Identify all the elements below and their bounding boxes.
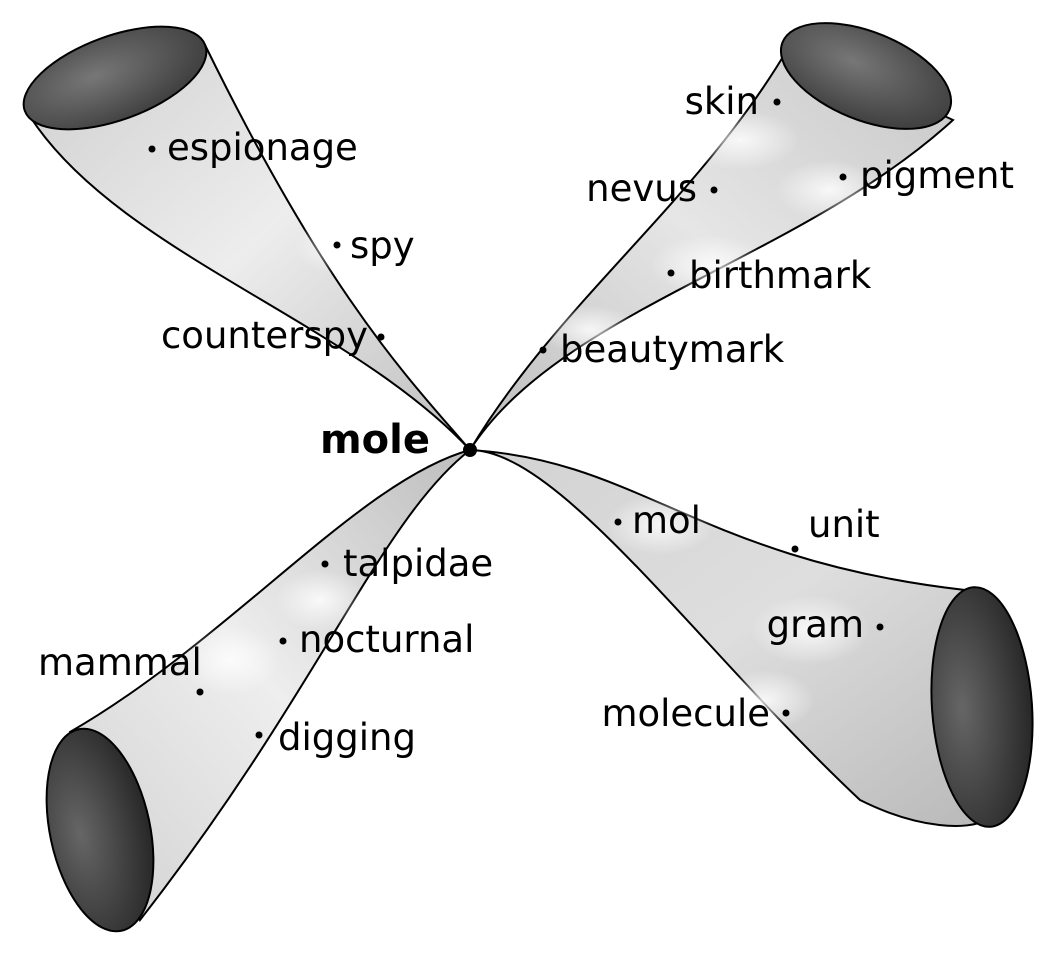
term-dot	[196, 688, 204, 696]
term-dot	[876, 623, 884, 631]
term-label: pigment	[860, 154, 1014, 197]
term-label: spy	[350, 224, 415, 267]
term-dot	[255, 731, 263, 739]
term-label: counterspy	[161, 314, 368, 357]
term-label: molecule	[601, 692, 770, 735]
term-dot	[791, 545, 799, 553]
term-dot	[148, 145, 156, 153]
horn-spy	[22, 25, 471, 451]
term-dot	[667, 269, 675, 277]
term-label: talpidae	[343, 542, 493, 585]
label-glows	[180, 110, 885, 730]
term-label: gram	[767, 603, 864, 646]
horn-animal	[45, 449, 471, 933]
term-label: digging	[278, 716, 416, 759]
term-label: mammal	[38, 641, 202, 684]
term-dot	[839, 173, 847, 181]
term-dot	[614, 518, 622, 526]
term-dot	[321, 560, 329, 568]
center-node	[463, 443, 477, 457]
term-label: espionage	[167, 126, 358, 169]
term-label: skin	[685, 80, 759, 123]
term-label: unit	[808, 503, 880, 546]
term-dot	[279, 637, 287, 645]
term-dot	[377, 333, 385, 341]
horn-skin	[469, 22, 955, 451]
term-label: birthmark	[689, 254, 872, 297]
term-dot	[782, 709, 790, 717]
term-label: nevus	[586, 167, 697, 210]
term-label: beautymark	[560, 328, 785, 371]
term-dot	[773, 98, 781, 106]
term-dot	[710, 186, 718, 194]
term-dot	[333, 241, 341, 249]
center-label: mole	[320, 417, 430, 463]
term-dot	[539, 346, 547, 354]
term-label: nocturnal	[299, 618, 474, 661]
horn-chemistry	[469, 449, 1034, 828]
term-label: mol	[632, 499, 701, 542]
